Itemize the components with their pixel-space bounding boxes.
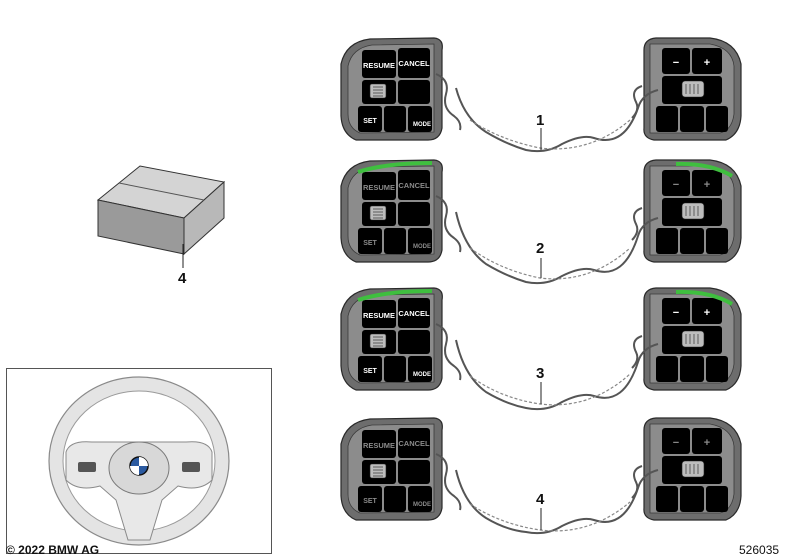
resume-label: RESUME (363, 441, 395, 450)
inset-frame (6, 368, 272, 554)
green-accent-strip (675, 161, 734, 178)
right-switch-module-1: − + (631, 37, 742, 141)
right-switch-module-2: − + (631, 159, 742, 263)
resume-label: RESUME (363, 311, 395, 320)
green-accent-strip (357, 289, 433, 302)
steering-wheel-switch-set-2: RESUME CANCEL SET MODE − + (340, 159, 742, 285)
set-label: SET (363, 368, 377, 375)
steering-wheel-switch-set-4: RESUME CANCEL SET MODE − + (340, 417, 742, 535)
left-switch-module-1: RESUME CANCEL SET MODE (340, 37, 462, 141)
cancel-label: CANCEL (398, 439, 430, 448)
steering-wheel-switch-set-1: RESUME CANCEL SET MODE − + (340, 37, 742, 153)
callout-4-kit: 4 (178, 270, 187, 287)
inset-right-switch (182, 462, 200, 472)
set-label: SET (363, 118, 377, 125)
wiring-harness-2 (455, 211, 659, 285)
green-accent-strip (357, 161, 433, 174)
steering-wheel-overview (48, 376, 230, 546)
cancel-label: CANCEL (398, 181, 430, 190)
plus-label: + (704, 57, 710, 69)
green-accent-strip (675, 289, 734, 306)
mode-label: MODE (413, 372, 431, 378)
wiring-harness-4 (455, 469, 659, 535)
wiring-harness-1 (455, 87, 659, 153)
mode-label: MODE (413, 122, 431, 128)
callout-2: 2 (536, 240, 545, 257)
copyright-notice: © 2022 BMW AG (6, 543, 100, 557)
right-switch-module-4: − + (631, 417, 742, 521)
wiring-harness-3 (455, 339, 659, 411)
diagram-number: 526035 (739, 543, 780, 557)
left-switch-module-3: RESUME CANCEL SET MODE (340, 287, 462, 391)
minus-label: − (673, 437, 679, 449)
right-switch-module-3: − + (631, 287, 742, 391)
minus-label: − (673, 179, 679, 191)
cancel-label: CANCEL (398, 309, 430, 318)
set-label: SET (363, 498, 377, 505)
callout-3: 3 (536, 365, 545, 382)
callout-1: 1 (536, 112, 545, 129)
minus-label: − (673, 57, 679, 69)
cancel-label: CANCEL (398, 59, 430, 68)
resume-label: RESUME (363, 61, 395, 70)
steering-wheel-switch-set-3: RESUME CANCEL SET MODE − + (340, 287, 742, 411)
left-switch-module-4: RESUME CANCEL SET MODE (340, 417, 462, 521)
plus-label: + (704, 179, 710, 191)
left-switch-module-2: RESUME CANCEL SET MODE (340, 159, 462, 263)
repair-kit-box (96, 165, 226, 256)
resume-label: RESUME (363, 183, 395, 192)
set-label: SET (363, 240, 377, 247)
callout-4-harness: 4 (536, 491, 545, 508)
plus-label: + (704, 307, 710, 319)
mode-label: MODE (413, 502, 431, 508)
plus-label: + (704, 437, 710, 449)
minus-label: − (673, 307, 679, 319)
inset-left-switch (78, 462, 96, 472)
mode-label: MODE (413, 244, 431, 250)
